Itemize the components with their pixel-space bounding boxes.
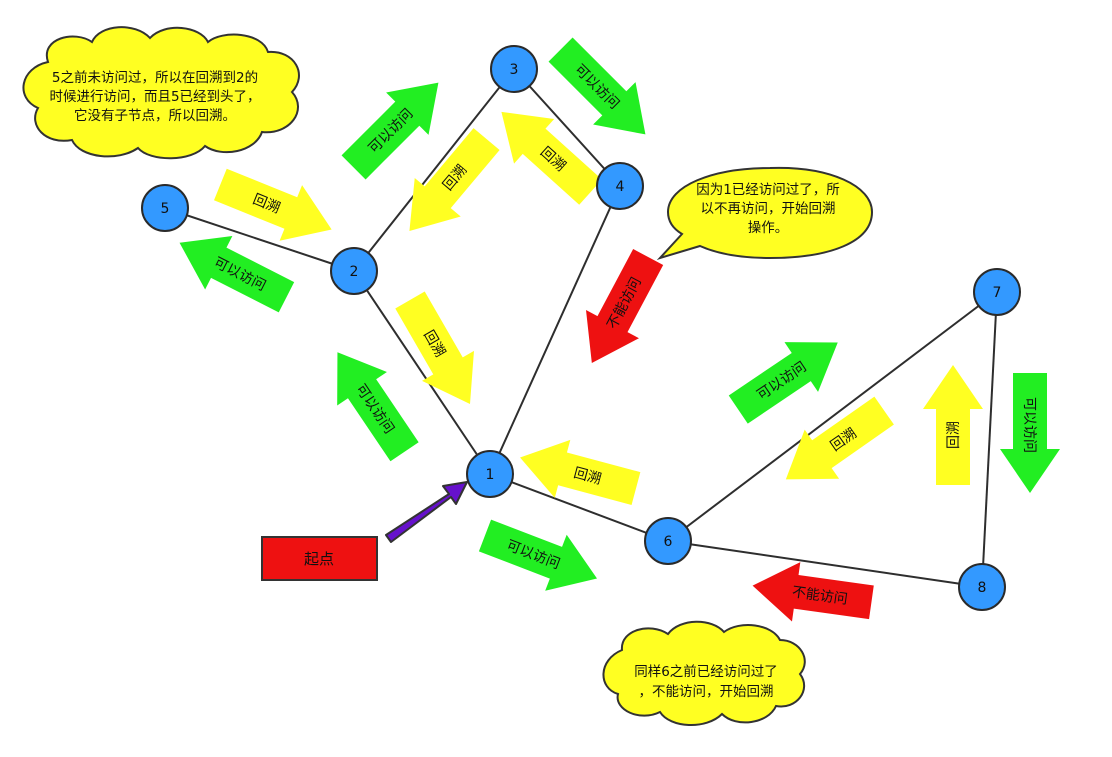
- note-1-line-3: 操作。: [748, 220, 789, 236]
- note-5-line-3: 它没有子节点，所以回溯。: [74, 107, 236, 124]
- node-circle: [141, 184, 189, 232]
- note-6-line-1: 同样6之前已经访问过了: [634, 663, 778, 680]
- start-label: 起点: [304, 550, 334, 568]
- backtrack-arrow-5-2: 回溯: [209, 156, 343, 258]
- edge-1-6: [489, 473, 669, 542]
- node-label: 6: [664, 534, 673, 550]
- start-box-rect: [261, 536, 378, 581]
- arrow-label: 回溯: [572, 465, 603, 488]
- node-2: 2: [330, 247, 378, 295]
- edge-6-7: [667, 291, 998, 542]
- node-1: 1: [466, 450, 514, 498]
- edge-3-4: [513, 68, 621, 187]
- node-circle: [330, 247, 378, 295]
- note-bubble-node1: 因为1已经访问过了，所 以不再访问，开始回溯 操作。: [656, 166, 874, 261]
- cloud-shape: [602, 620, 806, 727]
- node-label: 2: [350, 264, 359, 280]
- edge-7-8: [981, 291, 998, 588]
- edge-2-5: [164, 207, 355, 272]
- backtrack-arrow-4-3: 回溯: [481, 89, 611, 215]
- arrow-label: 可以访问: [1021, 397, 1037, 453]
- note-5-line-2: 时候进行访问，而且5已经到头了，: [49, 89, 260, 105]
- visit-arrow-2-5: 可以访问: [165, 216, 301, 324]
- note-5-line-1: 5之前未访问过，所以在回溯到2的: [52, 69, 258, 86]
- node-label: 1: [486, 467, 495, 483]
- backtrack-arrow-2-1: 回溯: [384, 285, 496, 419]
- speech-bubble-shape: [656, 166, 874, 261]
- node-4: 4: [596, 162, 644, 210]
- graph-edges: [164, 68, 998, 588]
- node-circle: [466, 450, 514, 498]
- node-5: 5: [141, 184, 189, 232]
- note-bubble-node5: 5之前未访问过，所以在回溯到2的 时候进行访问，而且5已经到头了， 它没有子节点…: [22, 26, 300, 160]
- edge-8-6: [667, 540, 983, 588]
- node-circle: [490, 45, 538, 93]
- visit-arrow-1-6: 可以访问: [474, 507, 608, 607]
- note-1-line-2: 以不再访问，开始回溯: [701, 201, 836, 217]
- note-bubble-node6: 同样6之前已经访问过了 ，不能访问，开始回溯: [602, 620, 806, 727]
- visit-arrow-3-4: 可以访问: [539, 28, 667, 156]
- start-box: 起点: [261, 536, 378, 581]
- cloud-shape: [22, 26, 300, 160]
- backtrack-arrow-6-1: 回溯: [512, 428, 644, 518]
- edge-1-2: [353, 270, 491, 475]
- node-circle: [958, 563, 1006, 611]
- edge-4-1: [489, 185, 621, 475]
- node-label: 7: [993, 285, 1002, 301]
- arrow-label: 回溯: [946, 421, 962, 449]
- node-8: 8: [958, 563, 1006, 611]
- node-3: 3: [490, 45, 538, 93]
- visit-arrow-7-8: 可以访问: [1000, 373, 1060, 493]
- node-label: 5: [161, 201, 170, 217]
- node-circle: [596, 162, 644, 210]
- node-7: 7: [973, 268, 1021, 316]
- node-circle: [644, 517, 692, 565]
- visit-arrow-6-7: 可以访问: [721, 317, 855, 435]
- arrow-label: 不能访问: [791, 584, 849, 608]
- node-label: 3: [510, 62, 519, 78]
- node-label: 4: [616, 179, 625, 195]
- note-6-line-2: ，不能访问，开始回溯: [639, 684, 774, 700]
- start-arrow: [385, 481, 468, 543]
- node-label: 8: [978, 580, 987, 596]
- backtrack-arrow-3-2: 回溯: [386, 119, 510, 251]
- backtrack-arrow-8-7: 回溯: [923, 365, 983, 485]
- blocked-arrow-8-6: 不能访问: [748, 555, 876, 633]
- node-circle: [973, 268, 1021, 316]
- node-6: 6: [644, 517, 692, 565]
- blocked-arrow-4-1: 不能访问: [565, 242, 675, 378]
- edge-2-3: [353, 68, 515, 272]
- note-1-line-1: 因为1已经访问过了，所: [696, 182, 840, 198]
- backtrack-arrow-7-6: 回溯: [768, 386, 902, 504]
- visit-arrow-1-2: 可以访问: [312, 335, 430, 469]
